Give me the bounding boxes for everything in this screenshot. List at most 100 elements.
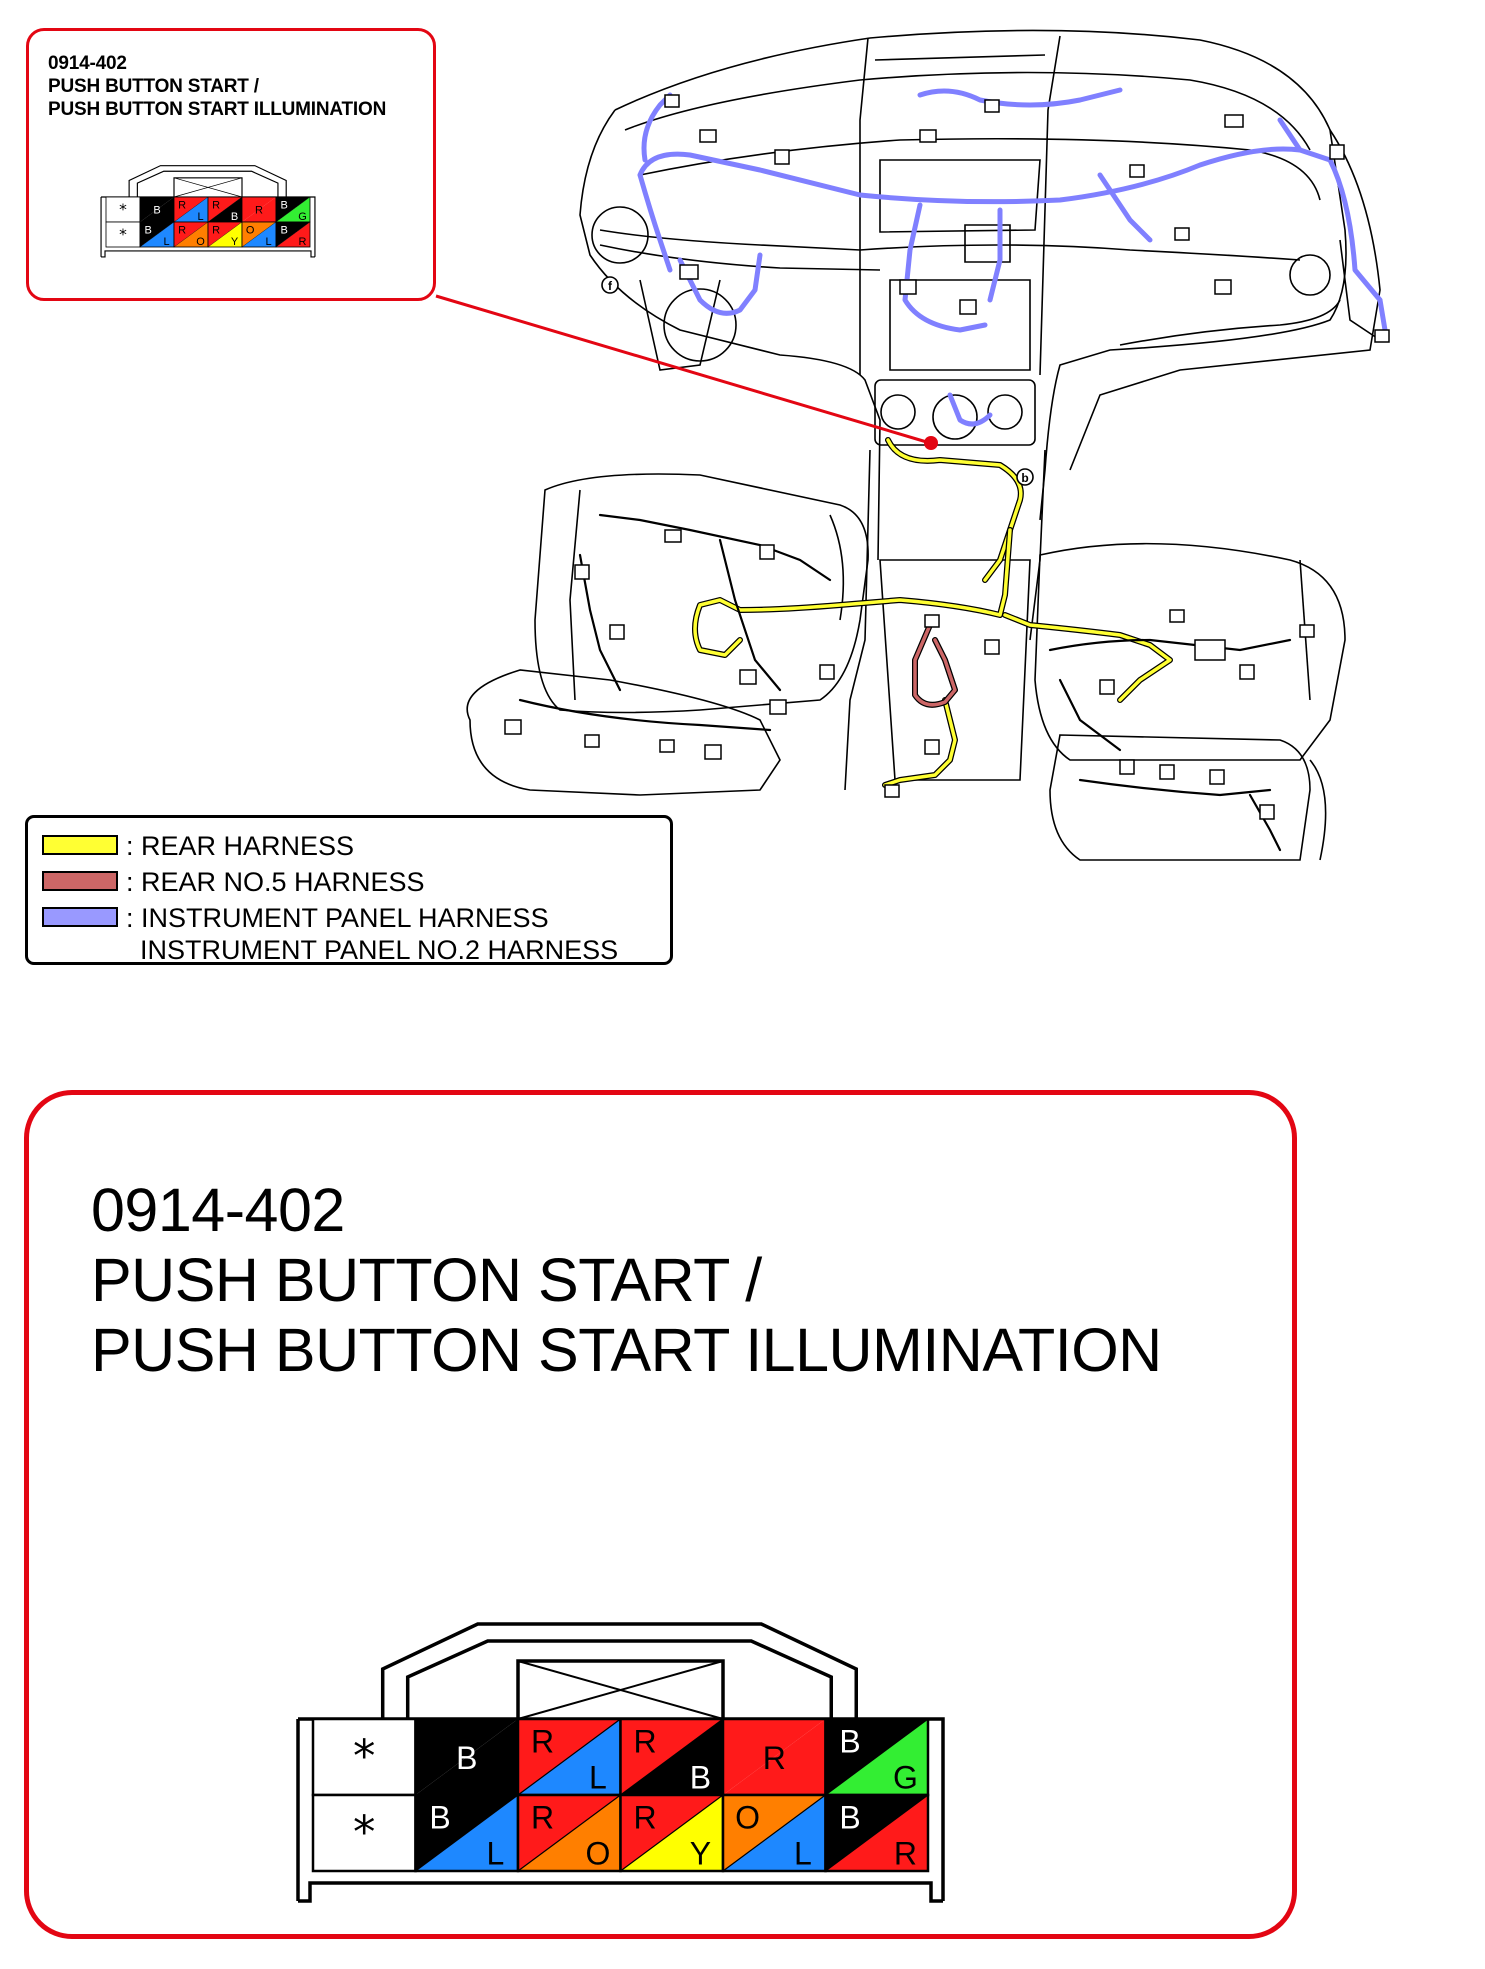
legend-label: : REAR NO.5 HARNESS (126, 867, 425, 897)
pin-unused-mark: * (119, 200, 127, 218)
instrument-panel-harness (637, 87, 1388, 427)
pin-wire-stripe-label: O (586, 1836, 611, 1872)
locator-leader-line (435, 294, 931, 445)
pin-wire-color-label: R (178, 200, 186, 212)
pin-wire-color-label: O (735, 1800, 760, 1836)
pin-divider (620, 1718, 724, 1796)
pin-wire-color-label: O (246, 225, 255, 237)
pin-wire-color-label: R (531, 1800, 554, 1836)
pin-divider (173, 196, 209, 223)
rear-no5-harness (912, 622, 958, 708)
pin-divider (517, 1794, 621, 1872)
pin-unused-mark: * (353, 1805, 375, 1858)
legend-label: : INSTRUMENT PANEL HARNESS (126, 903, 549, 933)
pin-divider (275, 221, 311, 248)
pin-cell-border (275, 221, 311, 248)
connector-code: 0914-402 (91, 1176, 345, 1244)
pin-wire-color-label: B (153, 205, 160, 217)
pin-cell-empty (311, 1717, 417, 1797)
pin-wire-color-label: R (212, 200, 220, 212)
pin-divider (139, 221, 175, 248)
pin-wire-color-label: R (255, 205, 263, 217)
pin-color-stripe (140, 197, 174, 222)
pin-wire-color-label: R (531, 1724, 554, 1760)
pin-wire-stripe-label: L (163, 236, 169, 248)
connector-latch (128, 165, 287, 197)
connector-latch (380, 1622, 858, 1719)
connector-callout-large: 0914-402 PUSH BUTTON START / PUSH BUTTON… (24, 1090, 1297, 1939)
seats-outline (466, 473, 1346, 861)
pin-wire-stripe-label: B (231, 211, 238, 223)
pin-divider (517, 1718, 621, 1796)
pin-divider (207, 196, 243, 223)
pin-wire-stripe-label: O (196, 236, 205, 248)
pin-wire-stripe-label: L (487, 1836, 505, 1872)
rear-harness (692, 437, 1173, 788)
marker-f: f (601, 276, 619, 294)
pin-divider (722, 1794, 826, 1872)
seat-wiring (518, 513, 1292, 852)
pin-wire-stripe-label: L (589, 1760, 607, 1796)
pin-wire-stripe-label: G (298, 211, 307, 223)
legend-swatch-rear-no5 (42, 871, 118, 891)
pin-divider (415, 1794, 519, 1872)
pin-wire-color-label: B (280, 225, 287, 237)
pin-wire-color-label: B (144, 225, 151, 237)
connector-name-line1: PUSH BUTTON START / (91, 1246, 762, 1314)
svg-text:f: f (608, 279, 613, 293)
locator-dot (924, 436, 938, 450)
pin-wire-color-label: B (839, 1800, 860, 1836)
pin-cell-empty (105, 221, 141, 248)
pin-divider (825, 1718, 929, 1796)
harness-legend: : REAR HARNESS : REAR NO.5 HARNESS : INS… (25, 815, 673, 965)
pin-wire-color-label: R (212, 225, 220, 237)
pin-wire-stripe-label: G (893, 1760, 918, 1796)
connector-name-line2-small: PUSH BUTTON START ILLUMINATION (48, 99, 387, 120)
legend-swatch-instrument-panel (42, 907, 118, 927)
pin-unused-mark: * (353, 1729, 375, 1782)
pin-wire-color-label: R (634, 1724, 657, 1760)
pin-wire-color-label: B (429, 1800, 450, 1836)
pin-wire-stripe-label: L (794, 1836, 812, 1872)
pin-wire-color-label: B (839, 1724, 860, 1760)
pin-wire-stripe-label: Y (690, 1836, 711, 1872)
pin-divider (275, 196, 311, 223)
connector-blocks (504, 94, 1390, 820)
pin-wire-stripe-label: R (894, 1836, 917, 1872)
pin-divider (173, 221, 209, 248)
pin-wire-color-label: R (178, 225, 186, 237)
pin-wire-stripe-label: L (197, 211, 203, 223)
connector-name-line1-small: PUSH BUTTON START / (48, 76, 259, 97)
pin-divider (620, 1794, 724, 1872)
connector-callout-small: 0914-402 PUSH BUTTON START / PUSH BUTTON… (26, 28, 436, 301)
legend-swatch-rear (42, 835, 118, 855)
marker-b: b (1016, 468, 1034, 486)
pin-divider (825, 1794, 929, 1872)
pin-unused-mark: * (119, 225, 127, 243)
pin-wire-stripe-label: R (299, 236, 307, 248)
legend-label: INSTRUMENT PANEL NO.2 HARNESS (140, 935, 619, 965)
connector-name-line2: PUSH BUTTON START ILLUMINATION (91, 1316, 1162, 1384)
dashboard-outline (579, 29, 1381, 791)
pin-divider (241, 221, 277, 248)
svg-text:b: b (1021, 471, 1028, 485)
pin-wire-color-label: R (763, 1740, 786, 1776)
pin-cell-border (824, 1793, 930, 1873)
pin-color-stripe (723, 1719, 826, 1795)
connector-key-cross (173, 177, 243, 198)
pin-wire-color-label: B (280, 200, 287, 212)
pin-divider (207, 221, 243, 248)
connector-code-small: 0914-402 (48, 53, 127, 74)
pin-wire-stripe-label: B (690, 1760, 711, 1796)
pin-wire-stripe-label: Y (231, 236, 239, 248)
legend-label: : REAR HARNESS (126, 831, 355, 861)
pin-color-stripe (415, 1719, 518, 1795)
connector-key-cross (517, 1660, 724, 1720)
pin-wire-color-label: B (456, 1740, 477, 1776)
pin-color-stripe (242, 197, 276, 222)
pin-wire-color-label: R (634, 1800, 657, 1836)
pin-cell-empty (105, 196, 141, 223)
